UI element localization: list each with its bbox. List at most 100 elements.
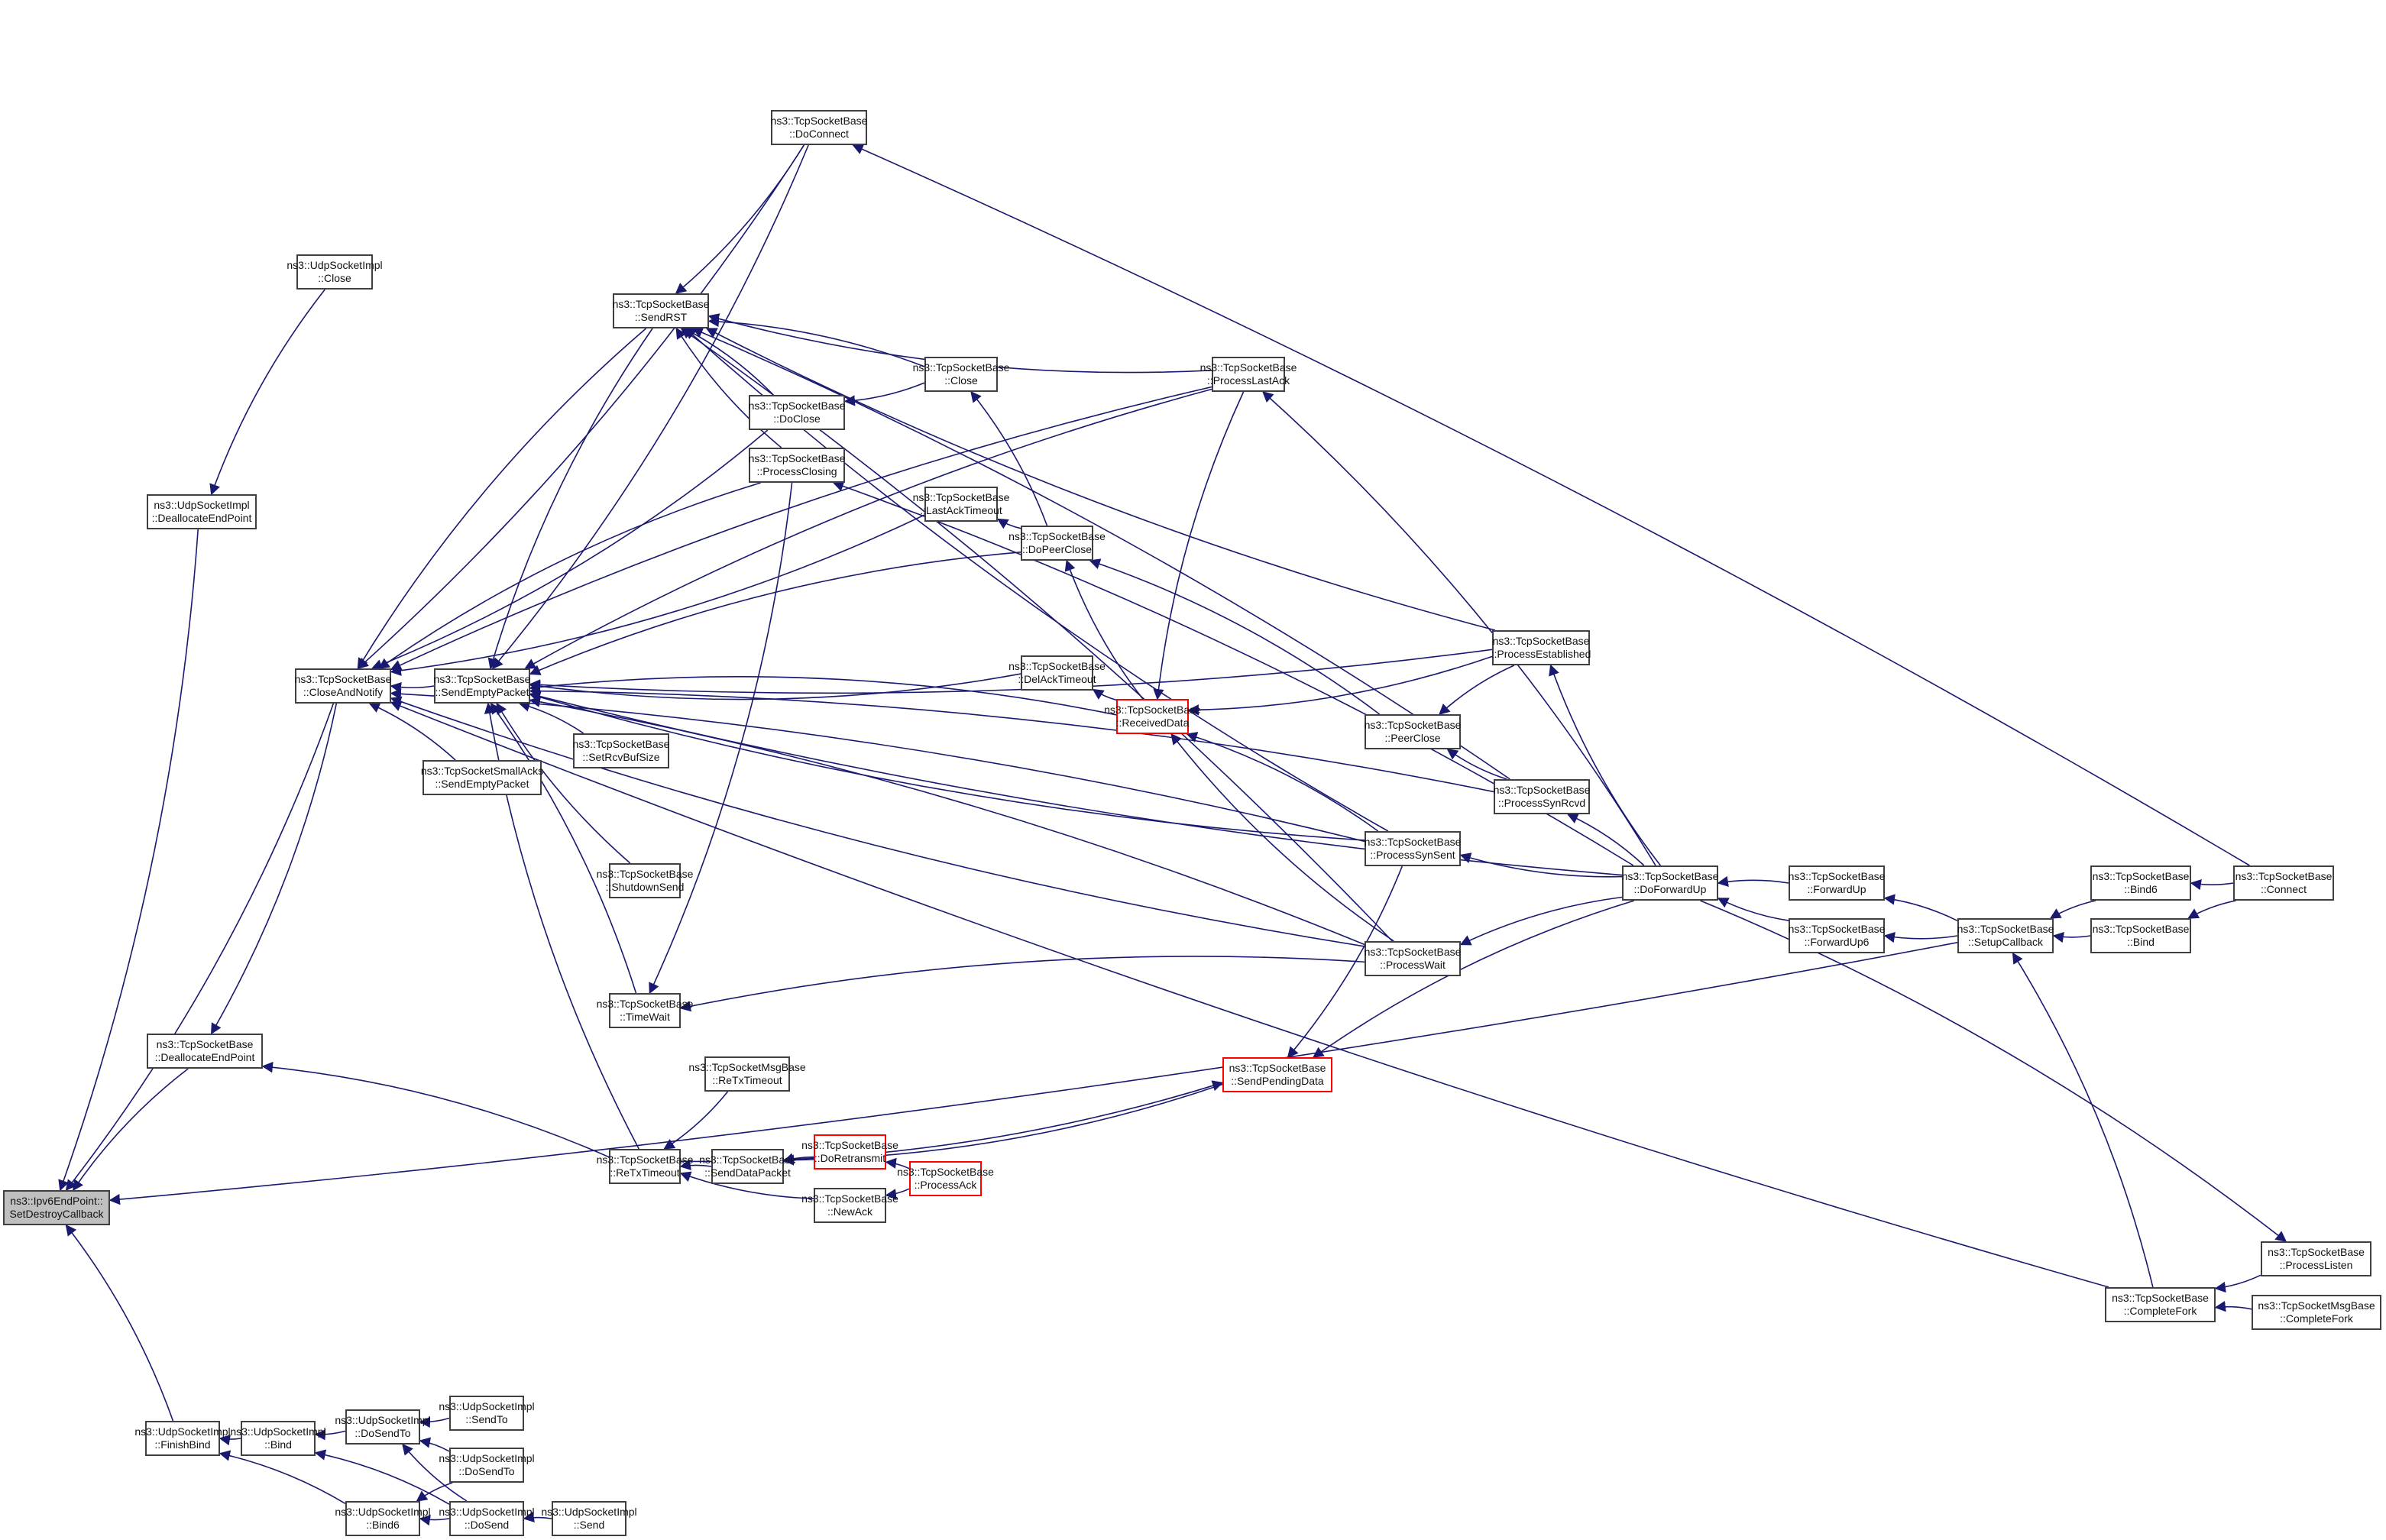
graph-node-udp-dealloc[interactable]: ns3::UdpSocketImpl::DeallocateEndPoint [147, 494, 257, 529]
node-label-line1: ns3::UdpSocketImpl [439, 1452, 535, 1464]
call-edge-forward-up6-to-do-forward-up [1717, 898, 1789, 921]
call-edge-tcp-dealloc-to-root [72, 1068, 189, 1192]
graph-node-udp-bind[interactable]: ns3::UdpSocketImpl::Bind [230, 1421, 326, 1456]
node-label-line2: ::ForwardUp [1807, 883, 1866, 895]
graph-node-udp-do-send-to2[interactable]: ns3::UdpSocketImpl::DoSendTo [439, 1448, 535, 1483]
call-edge-received-data-to-send-empty [529, 676, 1117, 716]
graph-node-complete-fork[interactable]: ns3::TcpSocketBase::CompleteFork [2105, 1287, 2216, 1322]
graph-node-send-pending[interactable]: ns3::TcpSocketBase::SendPendingData [1222, 1057, 1332, 1092]
call-edge-setup-callback-to-forward-up [1883, 894, 1958, 922]
graph-node-retx[interactable]: ns3::TcpSocketBase::ReTxTimeout [597, 1149, 693, 1184]
graph-node-time-wait[interactable]: ns3::TcpSocketBase::TimeWait [597, 993, 693, 1028]
graph-node-tcp-connect[interactable]: ns3::TcpSocketBase::Connect [2233, 865, 2334, 901]
call-edge-udp-bind-to-finish-bind [219, 1434, 241, 1446]
graph-node-do-connect[interactable]: ns3::TcpSocketBase::DoConnect [771, 110, 867, 145]
graph-node-process-last-ack[interactable]: ns3::TcpSocketBase::ProcessLastAck [1200, 357, 1297, 392]
graph-node-do-forward-up[interactable]: ns3::TcpSocketBase::DoForwardUp [1622, 865, 1718, 901]
node-label-line2: ::SendEmptyPacket [435, 686, 529, 698]
graph-node-forward-up6[interactable]: ns3::TcpSocketBase::ForwardUp6 [1789, 918, 1885, 953]
graph-node-udp-close[interactable]: ns3::UdpSocketImpl::Close [287, 254, 383, 290]
graph-node-do-retransmit[interactable]: ns3::TcpSocketBase::DoRetransmit [801, 1134, 898, 1170]
graph-node-process-closing[interactable]: ns3::TcpSocketBase::ProcessClosing [749, 448, 845, 483]
node-label-line2: ::SendEmptyPacket [435, 778, 529, 790]
node-label-line2: ::DoPeerClose [1021, 543, 1093, 555]
call-edge-do-peer-close-to-tcp-close [970, 390, 1048, 526]
graph-node-msg-retx[interactable]: ns3::TcpSocketMsgBase::ReTxTimeout [688, 1056, 806, 1092]
node-label-line2: ::ProcessClosing [756, 465, 837, 477]
graph-node-tcp-bind[interactable]: ns3::TcpSocketBase::Bind [2090, 918, 2191, 953]
graph-node-do-peer-close[interactable]: ns3::TcpSocketBase::DoPeerClose [1008, 526, 1106, 561]
node-label-line2: ::DelAckTimeout [1018, 673, 1096, 685]
node-label-line2: ::Connect [2261, 883, 2307, 895]
node-label-line1: ns3::TcpSocketBase [2092, 870, 2190, 882]
call-edge-send-data-to-retx [679, 1159, 712, 1171]
call-edge-process-wait-to-received-data [1170, 733, 1394, 942]
graph-node-do-close[interactable]: ns3::TcpSocketBase::DoClose [749, 395, 845, 430]
node-label-line2: ::SetRcvBufSize [582, 751, 660, 763]
graph-node-process-syn-rcvd[interactable]: ns3::TcpSocketBase::ProcessSynRcvd [1494, 779, 1590, 814]
call-edge-process-ack-to-do-retransmit [885, 1157, 910, 1170]
call-edge-received-data-to-do-peer-close [1064, 559, 1144, 700]
graph-node-finish-bind[interactable]: ns3::UdpSocketImpl::FinishBind [134, 1421, 231, 1456]
call-edge-peer-close-to-do-peer-close [1089, 558, 1381, 715]
graph-node-process-ack[interactable]: ns3::TcpSocketBase::ProcessAck [897, 1161, 994, 1196]
node-label-line1: ns3::TcpSocketBase [2268, 1246, 2365, 1258]
graph-node-last-ack-timeout[interactable]: ns3::TcpSocketBase::LastAckTimeout [913, 487, 1009, 522]
node-label-line1: ns3::TcpSocketBase [1364, 836, 1462, 848]
call-edge-process-syn-sent-to-send-pending [1287, 865, 1403, 1059]
graph-node-udp-do-send[interactable]: ns3::UdpSocketImpl::DoSend [439, 1501, 535, 1536]
graph-node-udp-bind6[interactable]: ns3::UdpSocketImpl::Bind6 [335, 1501, 431, 1536]
call-edge-shutdown-send-to-send-empty [496, 702, 631, 864]
call-edge-process-wait-to-close-notify [390, 696, 1365, 947]
node-label-line2: ::Bind [264, 1438, 292, 1451]
node-label-line1: ns3::TcpSocketBase [433, 673, 531, 685]
node-label-line1: ns3::UdpSocketImpl [335, 1506, 431, 1518]
call-edge-complete-fork-to-setup-callback [2012, 952, 2154, 1288]
graph-node-send-rst[interactable]: ns3::TcpSocketBase::SendRST [613, 293, 709, 328]
graph-node-udp-do-send-to[interactable]: ns3::UdpSocketImpl::DoSendTo [335, 1409, 431, 1445]
graph-node-process-listen[interactable]: ns3::TcpSocketBase::ProcessListen [2261, 1241, 2371, 1276]
node-label-line2: ::DeallocateEndPoint [151, 512, 252, 524]
node-label-line2: ::SendRST [634, 311, 688, 323]
graph-node-process-established[interactable]: ns3::TcpSocketBase::ProcessEstablished [1491, 630, 1591, 665]
graph-node-udp-send-to[interactable]: ns3::UdpSocketImpl::SendTo [439, 1396, 535, 1431]
graph-node-tcp-bind6[interactable]: ns3::TcpSocketBase::Bind6 [2090, 865, 2191, 901]
graph-node-close-notify[interactable]: ns3::TcpSocketBase::CloseAndNotify [295, 668, 391, 704]
graph-node-send-data[interactable]: ns3::TcpSocketBase::SendDataPacket [699, 1149, 796, 1184]
node-label-line1: ns3::UdpSocketImpl [439, 1506, 535, 1518]
graph-node-tcp-dealloc[interactable]: ns3::TcpSocketBase::DeallocateEndPoint [147, 1034, 263, 1069]
graph-node-received-data[interactable]: ns3::TcpSocketBase::ReceivedData [1104, 699, 1201, 734]
graph-node-process-wait[interactable]: ns3::TcpSocketBase::ProcessWait [1365, 941, 1461, 976]
node-label-line2: ::ProcessEstablished [1491, 648, 1591, 660]
call-edge-do-forward-up-to-send-pending [1312, 900, 1635, 1058]
node-label-line2: ::LastAckTimeout [920, 504, 1002, 516]
graph-node-forward-up[interactable]: ns3::TcpSocketBase::ForwardUp [1789, 865, 1885, 901]
node-label-line1: ns3::TcpSocketBase [2092, 923, 2190, 935]
call-edge-do-forward-up-to-process-wait [1459, 896, 1623, 946]
graph-node-shutdown-send[interactable]: ns3::TcpSocketBase::ShutdownSend [597, 863, 693, 898]
graph-node-msg-complete-fork[interactable]: ns3::TcpSocketMsgBase::CompleteFork [2252, 1295, 2381, 1330]
graph-node-tcp-close[interactable]: ns3::TcpSocketBase::Close [913, 357, 1009, 392]
call-edge-process-syn-rcvd-to-send-rst [691, 327, 1510, 780]
node-label-line2: ::SendTo [465, 1413, 508, 1425]
graph-node-process-syn-sent[interactable]: ns3::TcpSocketBase::ProcessSynSent [1365, 831, 1461, 866]
call-edge-do-connect-to-send-empty [491, 144, 809, 670]
node-label-line1: ns3::TcpSocketBase [596, 1153, 694, 1166]
graph-node-root: ns3::Ipv6EndPoint::SetDestroyCallback [3, 1190, 110, 1225]
node-label-line1: ns3::TcpSocketBase [748, 400, 846, 412]
graph-node-del-ack-timeout[interactable]: ns3::TcpSocketBase::DelAckTimeout [1008, 655, 1106, 691]
graph-node-send-empty[interactable]: ns3::TcpSocketBase::SendEmptyPacket [434, 668, 530, 704]
call-edge-process-established-to-peer-close [1439, 665, 1515, 715]
graph-node-setup-callback[interactable]: ns3::TcpSocketBase::SetupCallback [1957, 918, 2054, 953]
call-edge-set-rcvbuf-to-send-empty [518, 700, 584, 734]
graph-node-small-acks[interactable]: ns3::TcpSocketSmallAcks::SendEmptyPacket [421, 760, 543, 795]
graph-node-new-ack[interactable]: ns3::TcpSocketBase::NewAck [801, 1188, 898, 1223]
graph-node-set-rcvbuf[interactable]: ns3::TcpSocketBase::SetRcvBufSize [573, 733, 669, 768]
call-edge-msg-complete-fork-to-complete-fork [2214, 1300, 2252, 1312]
call-edge-do-forward-up-to-process-syn-sent [1459, 852, 1623, 878]
call-edge-tcp-bind6-to-setup-callback [2049, 900, 2096, 919]
graph-node-peer-close[interactable]: ns3::TcpSocketBase::PeerClose [1365, 714, 1461, 749]
graph-node-udp-send[interactable]: ns3::UdpSocketImpl::Send [541, 1501, 637, 1536]
